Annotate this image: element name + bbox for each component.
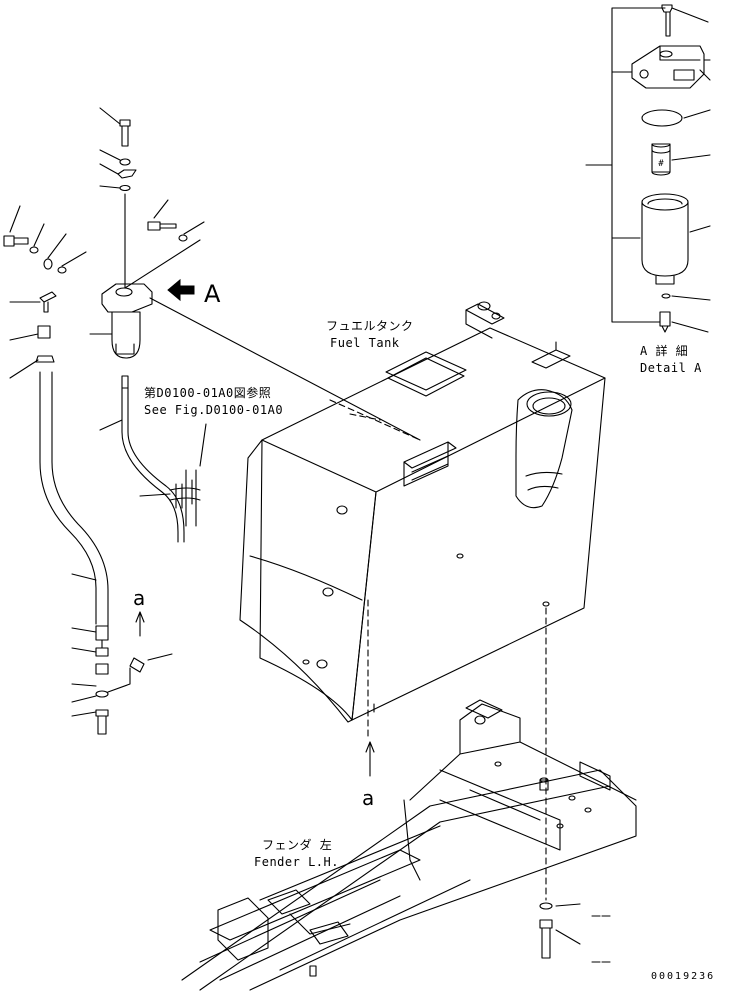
filter-assembly: [3, 107, 421, 735]
fuel-tank-en-label: Fuel Tank: [330, 336, 400, 350]
fender-jp-label: フェンダ 左: [262, 838, 333, 852]
fuel-tank-drawing: [239, 301, 606, 901]
svg-text:#: #: [658, 159, 664, 169]
fender-frame-drawing: [181, 699, 637, 991]
detail-a-group: #: [585, 4, 711, 333]
arrow-a-lower-label: a: [362, 786, 375, 810]
view-a-label: A: [204, 280, 221, 308]
drawing-number: 00019236: [651, 971, 716, 982]
detail-a-en-label: Detail A: [640, 361, 702, 375]
see-fig-jp-label: 第D0100-01A0図参照: [144, 386, 272, 400]
solid-left-arrow-icon: [167, 278, 195, 302]
see-fig-en-label: See Fig.D0100-01A0: [144, 403, 284, 417]
arrow-a-upper-label: a: [133, 586, 146, 610]
fuel-tank-jp-label: フュエルタンク: [326, 319, 414, 333]
fender-en-label: Fender L.H.: [254, 855, 339, 869]
detail-a-jp-label: A 詳 細: [640, 344, 689, 358]
